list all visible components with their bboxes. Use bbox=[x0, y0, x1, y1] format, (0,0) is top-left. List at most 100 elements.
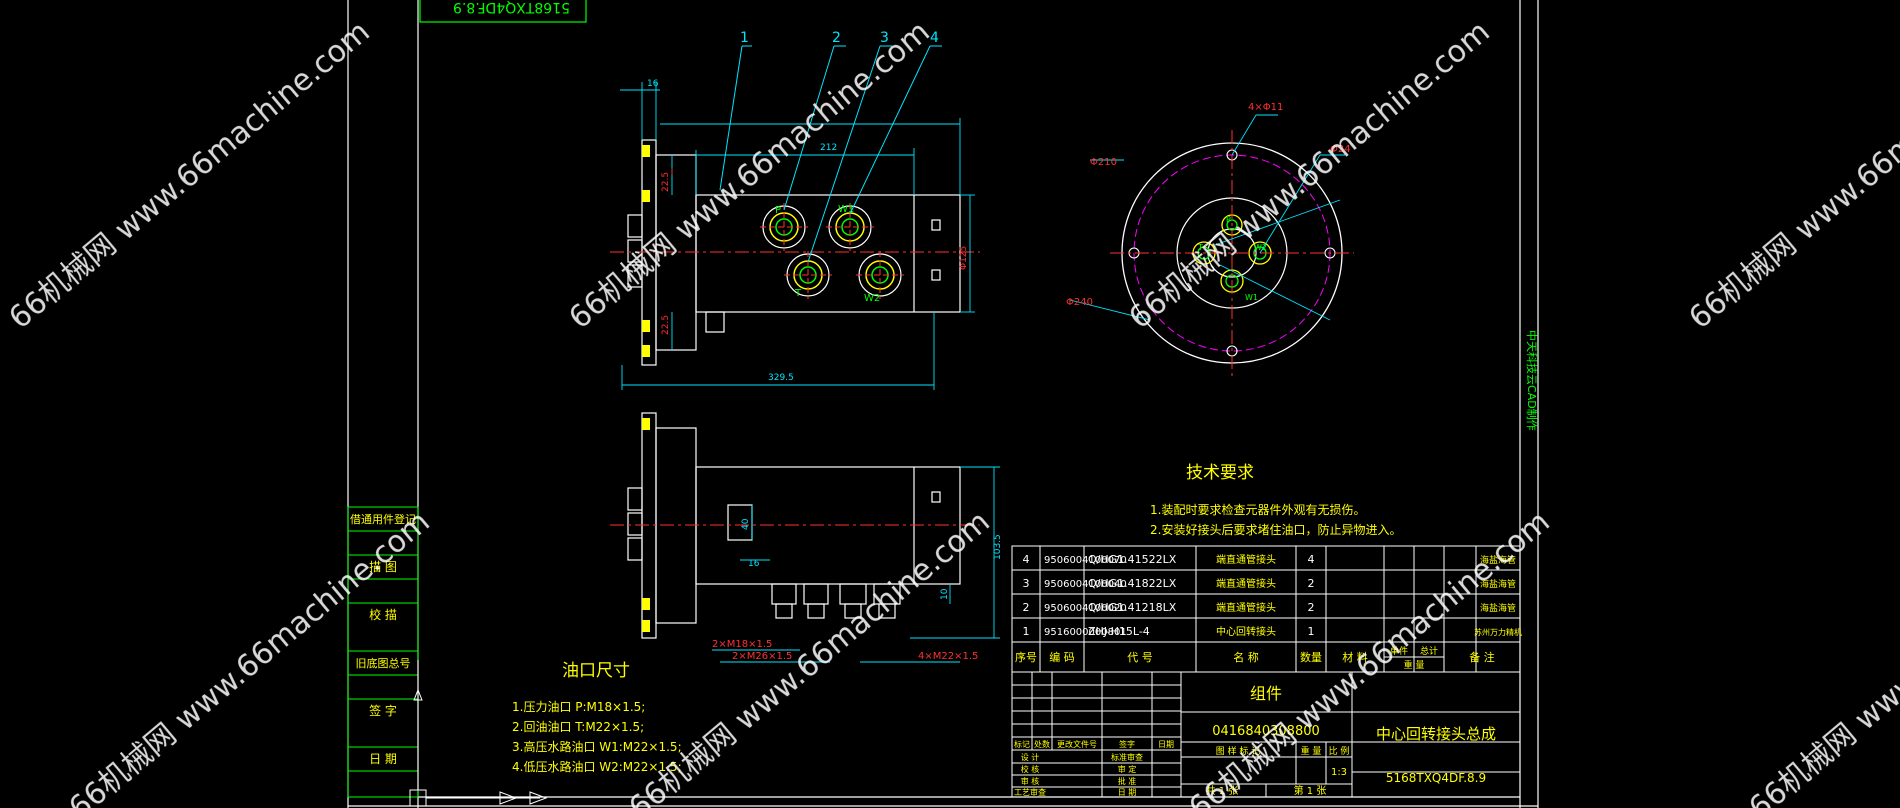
svg-text:海盐海管: 海盐海管 bbox=[1480, 554, 1516, 566]
dim-m18: 2×M18×1.5 bbox=[712, 639, 772, 650]
side-label-1: 描 图 bbox=[369, 560, 397, 574]
port-w1 bbox=[826, 203, 874, 251]
svg-text:重 量: 重 量 bbox=[1404, 659, 1425, 671]
svg-text:备 注: 备 注 bbox=[1469, 650, 1495, 664]
svg-text:3: 3 bbox=[1023, 577, 1030, 590]
svg-text:9506004100040: 9506004100040 bbox=[1044, 579, 1127, 590]
dim-phi240: Φ240 bbox=[1066, 297, 1093, 308]
top-view: 4×Φ11 Φ210 Φ240 Φ24 P T W2 W1 bbox=[1066, 102, 1354, 376]
svg-text:总计: 总计 bbox=[1420, 645, 1438, 657]
svg-text:4: 4 bbox=[1308, 553, 1315, 566]
tech-req-title: 技术要求 bbox=[1186, 463, 1254, 483]
svg-text:日 期: 日 期 bbox=[1118, 788, 1137, 797]
svg-text:海盐海管: 海盐海管 bbox=[1480, 578, 1516, 590]
svg-text:4: 4 bbox=[1023, 553, 1030, 566]
svg-text:Q/HG1.41218LX: Q/HG1.41218LX bbox=[1088, 601, 1177, 614]
dim-10: 10 bbox=[940, 588, 950, 600]
dim-3295: 329.5 bbox=[768, 373, 794, 383]
oil-port-item-4: 4.低压水路油口 W2:M22×1.5; bbox=[512, 759, 682, 774]
dim-4x11: 4×Φ11 bbox=[1248, 102, 1283, 113]
dim-1035: 103.5 bbox=[993, 534, 1003, 560]
top-label-p: P bbox=[1226, 215, 1231, 224]
oil-port-title: 油口尺寸 bbox=[562, 661, 630, 681]
title-block: 组件 0416840308800 中心回转接头总成 5168TXQ4DF.8.9… bbox=[1011, 671, 1521, 798]
svg-text:9506004100070: 9506004100070 bbox=[1044, 555, 1127, 566]
parts-header: 序号 编 码 代 号 名 称 数量 材 料 单件 总计 重 量 备 注 bbox=[1015, 645, 1495, 671]
svg-text:批 准: 批 准 bbox=[1118, 776, 1137, 786]
dim-225-bottom: 22.5 bbox=[661, 315, 671, 335]
tech-req-item-2: 2.安装好接头后要求堵住油口，防止异物进入。 bbox=[1150, 522, 1401, 537]
oil-port-item-2: 2.回油油口 T:M22×1.5; bbox=[512, 720, 644, 734]
dim-m26: 2×M26×1.5 bbox=[732, 651, 792, 662]
balloon-3: 3 bbox=[880, 30, 889, 46]
svg-text:标准审查: 标准审查 bbox=[1111, 752, 1143, 762]
oil-port-notes: 油口尺寸 1.压力油口 P:M18×1.5; 2.回油油口 T:M22×1.5;… bbox=[512, 661, 682, 774]
port-w2 bbox=[856, 251, 904, 299]
side-label-column bbox=[347, 506, 419, 798]
svg-text:单件: 单件 bbox=[1390, 645, 1408, 657]
top-label-w2: W2 bbox=[1254, 243, 1267, 252]
side-label-5: 日 期 bbox=[369, 752, 397, 766]
parts-row-2: 2 9506004100020 Q/HG1.41218LX 端直通管接头 2 海… bbox=[1023, 601, 1517, 614]
watermark-8: 66机械网 www.66machine.com bbox=[1743, 504, 1900, 808]
balloon-1: 1 bbox=[740, 30, 749, 46]
oil-port-item-1: 1.压力油口 P:M18×1.5; bbox=[512, 700, 645, 714]
side-label-4: 签 字 bbox=[369, 703, 397, 718]
dim-16: 16 bbox=[647, 79, 659, 89]
top-label-w1: W1 bbox=[1245, 293, 1258, 302]
title-weight-label: 重 量 bbox=[1301, 745, 1322, 757]
oil-port-item-3: 3.高压水路油口 W1:M22×1.5; bbox=[512, 739, 682, 754]
watermark-4: 66机械网 www.66machine.com bbox=[1683, 14, 1900, 336]
svg-text:Q/HG1.41822LX: Q/HG1.41822LX bbox=[1088, 577, 1177, 590]
svg-text:9516000000801: 9516000000801 bbox=[1044, 627, 1127, 638]
parts-row-1: 3 9506004100040 Q/HG1.41822LX 端直通管接头 2 海… bbox=[1023, 577, 1517, 590]
title-scale: 1:3 bbox=[1331, 767, 1347, 778]
watermark-2: 66机械网 www.66machine.com bbox=[563, 14, 937, 336]
svg-text:2: 2 bbox=[1308, 577, 1315, 590]
dim-225-top: 22.5 bbox=[661, 172, 671, 192]
svg-text:1: 1 bbox=[1023, 625, 1030, 638]
title-sheet-no: 第 1 张 bbox=[1294, 784, 1327, 797]
watermarks: 66机械网 www.66machine.com 66机械网 www.66mach… bbox=[3, 14, 1900, 808]
dim-side-16: 16 bbox=[748, 559, 760, 569]
port-t bbox=[784, 251, 832, 299]
top-label-t: T bbox=[1197, 243, 1203, 252]
svg-text:名 称: 名 称 bbox=[1233, 650, 1259, 664]
parts-table: 4 9506004100070 Q/HG1.41522LX 端直通管接头 4 海… bbox=[1011, 545, 1522, 673]
svg-text:Q/HG1.41522LX: Q/HG1.41522LX bbox=[1088, 553, 1177, 566]
balloon-4: 4 bbox=[930, 30, 939, 46]
svg-text:工艺审查: 工艺审查 bbox=[1014, 787, 1046, 797]
svg-text:海盐海管: 海盐海管 bbox=[1480, 602, 1516, 614]
balloon-2: 2 bbox=[832, 30, 841, 46]
svg-text:日期: 日期 bbox=[1158, 740, 1174, 749]
svg-text:苏州万力精机: 苏州万力精机 bbox=[1474, 627, 1522, 637]
label-w2: W2 bbox=[864, 293, 880, 304]
svg-text:ZHJ-H15L-4: ZHJ-H15L-4 bbox=[1088, 625, 1150, 638]
svg-text:端直通管接头: 端直通管接头 bbox=[1216, 553, 1276, 566]
svg-text:编 码: 编 码 bbox=[1049, 650, 1075, 664]
title-group: 组件 bbox=[1250, 684, 1282, 703]
svg-text:设 计: 设 计 bbox=[1021, 752, 1040, 762]
svg-text:2: 2 bbox=[1023, 601, 1030, 614]
svg-text:校 核: 校 核 bbox=[1021, 764, 1040, 774]
svg-text:材 料: 材 料 bbox=[1342, 650, 1368, 664]
svg-text:9506004100020: 9506004100020 bbox=[1044, 603, 1127, 614]
svg-text:处数: 处数 bbox=[1034, 739, 1050, 749]
projection-symbol bbox=[409, 660, 548, 807]
svg-text:审 核: 审 核 bbox=[1021, 776, 1040, 786]
vertical-note: 中天科技云CAD制作 bbox=[1525, 330, 1539, 431]
svg-text:中心回转接头: 中心回转接头 bbox=[1216, 625, 1276, 638]
svg-text:标记: 标记 bbox=[1014, 739, 1030, 749]
top-title-text: 5168TXQ4DF.8.9 bbox=[453, 0, 570, 15]
title-code: 0416840308800 bbox=[1212, 724, 1320, 739]
title-drawing-no: 5168TXQ4DF.8.9 bbox=[1386, 771, 1486, 785]
dim-40: 40 bbox=[741, 518, 751, 530]
svg-text:2: 2 bbox=[1308, 601, 1315, 614]
label-p: P bbox=[775, 205, 781, 216]
tech-requirements: 技术要求 1.装配时要求检查元器件外观有无损伤。 2.安装好接头后要求堵住油口，… bbox=[1150, 463, 1401, 537]
label-t: T bbox=[794, 288, 802, 299]
svg-text:审 定: 审 定 bbox=[1118, 764, 1137, 774]
dim-m22: 4×M22×1.5 bbox=[918, 651, 978, 662]
dim-phi210: Φ210 bbox=[1090, 157, 1117, 168]
side-view: 103.5 40 16 10 2×M18×1.5 2×M26×1.5 4×M22… bbox=[610, 412, 1003, 663]
